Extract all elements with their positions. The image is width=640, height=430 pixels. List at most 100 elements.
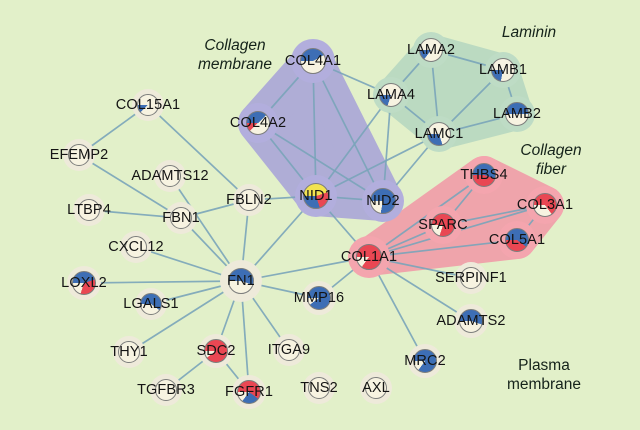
node-col15a1[interactable] [137,94,159,116]
edge-FN1-LOXL2 [83,280,242,284]
node-col5a1[interactable] [505,228,529,252]
node-lamc1[interactable] [427,122,451,146]
edge-COL1A1-COL5A1 [368,239,518,258]
node-lamb1[interactable] [491,58,515,82]
edge-COL1A1-FN1 [240,256,370,282]
node-thbs4[interactable] [472,163,496,187]
node-mmp16[interactable] [307,286,331,310]
node-fn1[interactable] [228,268,254,294]
node-label-ltbp4: LTBP4 [67,202,111,218]
node-serpinf1[interactable] [460,267,482,289]
node-label-fbln2: FBLN2 [226,192,272,208]
node-col4a1[interactable] [300,48,326,74]
node-label-mrc2: MRC2 [404,353,446,369]
node-lgals1[interactable] [140,293,162,315]
node-label-col1a1: COL1A1 [340,249,398,265]
edge-COL4A2-NID1 [257,122,317,197]
node-fbln2[interactable] [238,189,260,211]
node-label-loxl2: LOXL2 [61,275,107,291]
node-label-lamc1: LAMC1 [414,126,464,142]
edge-COL4A1-NID1 [312,60,317,197]
edge-LTBP4-FBN1 [88,209,182,219]
node-label-lamb2: LAMB2 [492,106,542,122]
node-loxl2[interactable] [72,271,96,295]
node-lamb2[interactable] [505,102,529,126]
node-nid2[interactable] [370,188,396,214]
node-label-adamts12: ADAMTS12 [131,168,209,184]
node-label-nid1: NID1 [299,188,333,204]
node-thy1[interactable] [118,341,140,363]
node-label-lgals1: LGALS1 [123,296,179,312]
node-label-thy1: THY1 [110,344,148,360]
node-fbn1[interactable] [170,207,192,229]
edge-COL4A1-LAMA4 [312,60,392,96]
node-label-tgfbr3: TGFBR3 [137,382,195,398]
node-label-col5a1: COL5A1 [488,232,546,248]
node-nid1[interactable] [303,183,329,209]
edge-FN1-THY1 [128,280,242,353]
edge-COL1A1-SERPINF1 [368,256,472,279]
node-adamts12[interactable] [159,165,181,187]
laminin-label: Laminin [501,24,557,41]
node-label-col3a1: COL3A1 [516,197,574,213]
edge-COL1A1-MRC2 [368,256,426,362]
node-sdc2[interactable] [204,339,228,363]
node-label-axl: AXL [362,380,390,396]
edge-FN1-MMP16 [240,280,320,299]
node-tns2[interactable] [308,377,330,399]
node-col1a1[interactable] [356,244,382,270]
edge-COL1A1-ADAMTS2 [368,256,472,322]
node-lama2[interactable] [419,38,443,62]
edge-LAMB2-LAMC1 [438,113,518,135]
node-label-mmp16: MMP16 [293,290,345,306]
node-sparc[interactable] [431,213,455,237]
node-label-adamts2: ADAMTS2 [436,313,506,329]
edge-COL4A1-NID2 [312,60,384,202]
node-label-fbn1: FBN1 [162,210,200,226]
node-label-thbs4: THBS4 [460,167,508,183]
node-label-col4a1: COL4A1 [284,53,342,69]
edge-FN1-FGFR1 [240,280,250,393]
node-fgfr1[interactable] [237,380,261,404]
node-col4a2[interactable] [246,111,270,135]
edge-LAMA2-LAMC1 [430,49,440,135]
node-cxcl12[interactable] [125,236,147,258]
node-mrc2[interactable] [413,349,437,373]
edge-COL4A1-COL4A2 [257,60,314,124]
edge-LAMC1-NID1 [315,133,440,197]
edge-FBLN2-FN1 [240,199,250,282]
node-label-fn1: FN1 [227,273,255,289]
edge-COL1A1-THBS4 [368,174,485,258]
node-label-lama2: LAMA2 [406,42,456,58]
edge-LAMA4-NID1 [315,94,392,197]
edge-FN1-LGALS1 [150,280,242,305]
edge-COL1A1-SPARC [368,224,444,258]
node-tgfbr3[interactable] [155,379,177,401]
edge-COL15A1-EFEMP2 [78,104,149,156]
node-axl[interactable] [365,377,387,399]
node-label-cxcl12: CXCL12 [108,239,164,255]
node-label-fgfr1: FGFR1 [224,384,274,400]
node-label-col15a1: COL15A1 [115,97,181,113]
node-label-sdc2: SDC2 [196,343,236,359]
node-lama4[interactable] [379,83,403,107]
edge-FN1-ITGA9 [240,280,290,351]
edge-LAMB1-LAMC1 [438,69,504,135]
edge-COL4A2-NID2 [257,122,384,202]
node-adamts2[interactable] [459,309,483,333]
node-label-col4a2: COL4A2 [229,115,287,131]
node-efemp2[interactable] [68,144,90,166]
node-label-lama4: LAMA4 [366,87,416,103]
edge-FN1-NID1 [240,195,317,282]
node-label-tns2: TNS2 [300,380,338,396]
edge-FN1-CXCL12 [135,246,242,282]
node-ltbp4[interactable] [78,199,100,221]
node-label-sparc: SPARC [418,217,468,233]
node-col3a1[interactable] [533,193,557,217]
edge-COL15A1-FBLN2 [147,104,250,201]
node-itga9[interactable] [278,339,300,361]
